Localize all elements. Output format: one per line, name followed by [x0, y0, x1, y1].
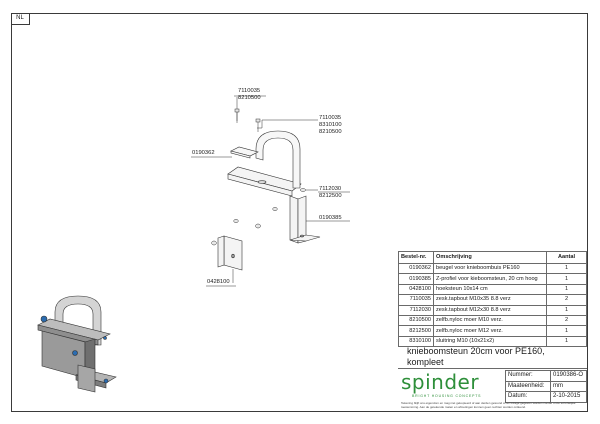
bom-header-description: Omschrijving — [433, 251, 547, 264]
bom-qty: 1 — [546, 262, 587, 275]
bom-qty: 1 — [546, 335, 587, 348]
callout-line: 0190362 — [192, 150, 215, 156]
spinder-logo: spinder — [401, 370, 480, 394]
callout-line: 7110035 — [238, 88, 261, 94]
drawing-title-line2: kompleet — [407, 357, 444, 367]
bom-qty: 2 — [546, 314, 587, 327]
date-value: 2-10-2015 — [550, 391, 587, 403]
bom-code: 7112030 — [398, 304, 434, 316]
bom-description: beugel voor knieboombuis PE160 — [433, 262, 547, 275]
bom-description: hoeksteun 10x14 cm — [433, 283, 547, 296]
callout-part-numbers-5: 0190385 — [319, 215, 342, 222]
bom-qty: 1 — [546, 304, 587, 316]
z-profile-part — [227, 166, 321, 244]
callout-part-numbers-4: 7112030 8212500 — [319, 186, 342, 200]
disclaimer-text: Tekening blijft ons eigendom en mag niet… — [401, 401, 576, 409]
callout-line: 8310100 — [319, 122, 342, 128]
bom-code: 0428100 — [398, 283, 434, 296]
bom-qty: 1 — [546, 283, 587, 296]
unit-value: mm — [550, 380, 587, 392]
bom-qty: 1 — [546, 325, 587, 337]
bom-code: 0190362 — [398, 262, 434, 275]
callout-line: 8212500 — [319, 193, 342, 199]
drawing-frame — [11, 13, 588, 412]
bom-description: Z-profiel voor kieboomsteun, 20 cm hoog — [433, 273, 547, 285]
bom-header-row: Bestel-nr. Omschrijving Aantal — [398, 251, 587, 264]
callout-line: 8210500 — [238, 95, 261, 101]
bom-description: zelfb.nyloc moer M12 verz. — [433, 325, 547, 337]
bom-qty: 2 — [546, 294, 587, 306]
meta-row-date: Datum: 2-10-2015 — [505, 391, 587, 403]
bom-code: 0190385 — [398, 273, 434, 285]
callout-part-numbers-2: 7110035 8310100 8210500 — [319, 115, 342, 136]
number-label: Nummer: — [505, 370, 551, 382]
bom-description: zelfb.nyloc moer M10 verz. — [433, 314, 547, 327]
callout-part-numbers-3: 0190362 — [192, 150, 215, 157]
unit-label: Maateenheid: — [505, 380, 551, 392]
callout-part-numbers-1: 7110035 8210500 — [238, 88, 261, 102]
assembled-preview — [37, 295, 117, 393]
number-value: 0190386-O — [550, 370, 587, 382]
angle-bracket-part — [217, 235, 243, 271]
callout-line: 0428100 — [207, 279, 230, 285]
callout-part-numbers-6: 0428100 — [207, 279, 230, 286]
title-block — [398, 368, 587, 403]
meta-row-unit: Maateenheid: mm — [505, 380, 587, 392]
drawing-metadata: Nummer: 0190386-O Maateenheid: mm Datum:… — [505, 370, 587, 403]
bom-header-qty: Aantal — [546, 251, 587, 264]
drawing-title: knieboomsteun 20cm voor PE160, kompleet — [407, 346, 587, 368]
bom-code: 7110035 — [398, 294, 434, 306]
callout-line: 0190385 — [319, 215, 342, 221]
logo-tagline: BRIGHT HOUSING CONCEPTS — [412, 394, 482, 398]
bom-qty: 1 — [546, 273, 587, 285]
bom-code: 8210500 — [398, 314, 434, 327]
language-tag: NL — [11, 13, 30, 25]
bom-description: zesk.tapbout M10x35 8.8 verz — [433, 294, 547, 306]
bom-header-code: Bestel-nr. — [398, 251, 434, 264]
drawing-title-line1: knieboomsteun 20cm voor PE160, — [407, 346, 545, 356]
bom-code: 8212500 — [398, 325, 434, 337]
bom-description: zesk.tapbout M12x30 8.8 verz — [433, 304, 547, 316]
callout-line: 8210500 — [319, 129, 342, 135]
pipe-clamp-part — [230, 130, 301, 189]
callout-line: 7112030 — [319, 186, 342, 192]
callout-line: 7110035 — [319, 115, 342, 121]
fasteners — [211, 108, 306, 246]
leader-lines — [191, 95, 350, 287]
meta-row-number: Nummer: 0190386-O — [505, 370, 587, 382]
